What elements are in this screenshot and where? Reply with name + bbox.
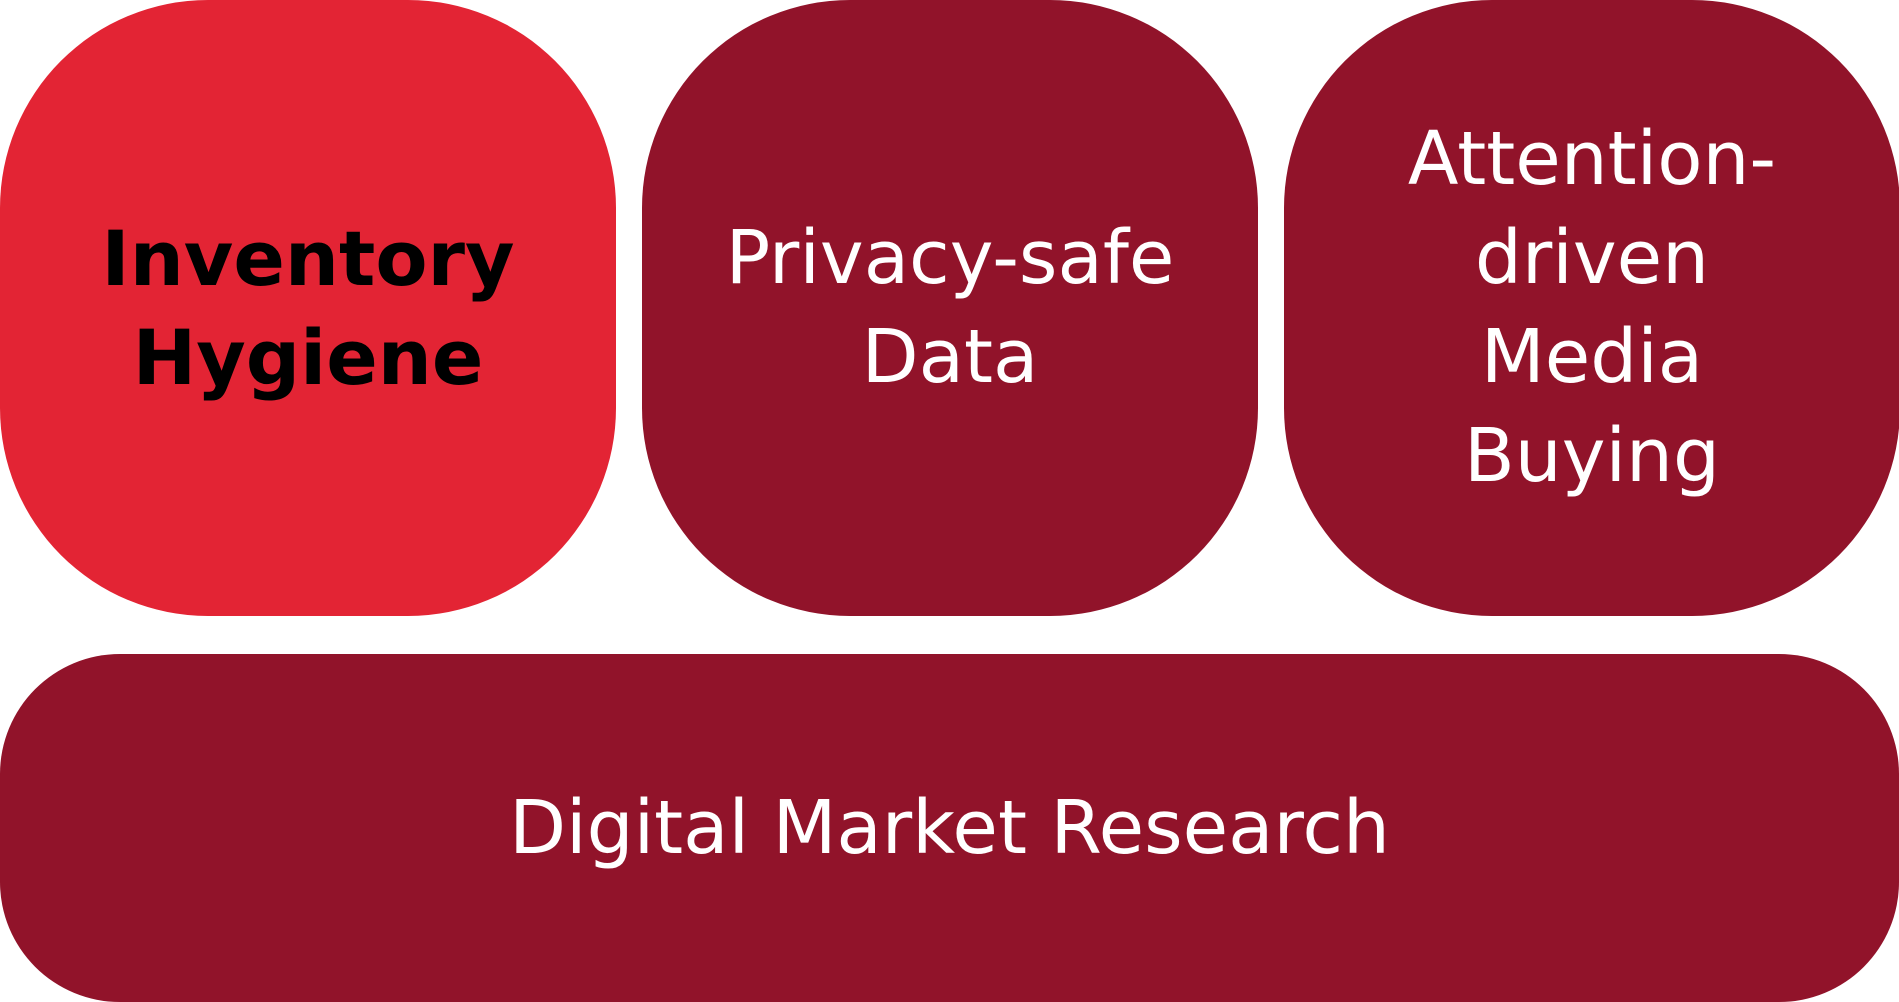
foundation-digital-market-research: Digital Market Research <box>0 654 1899 1002</box>
tile-inventory-hygiene-label: Inventory Hygiene <box>101 214 515 402</box>
tile-inventory-hygiene: Inventory Hygiene <box>0 0 616 616</box>
tile-attention-driven-media-buying-label: Attention- driven Media Buying <box>1407 116 1777 499</box>
foundation-label: Digital Market Research <box>509 784 1390 871</box>
tile-privacy-safe-data-label: Privacy-safe Data <box>725 215 1175 400</box>
tile-privacy-safe-data: Privacy-safe Data <box>642 0 1258 616</box>
tile-attention-driven-media-buying: Attention- driven Media Buying <box>1284 0 1899 616</box>
